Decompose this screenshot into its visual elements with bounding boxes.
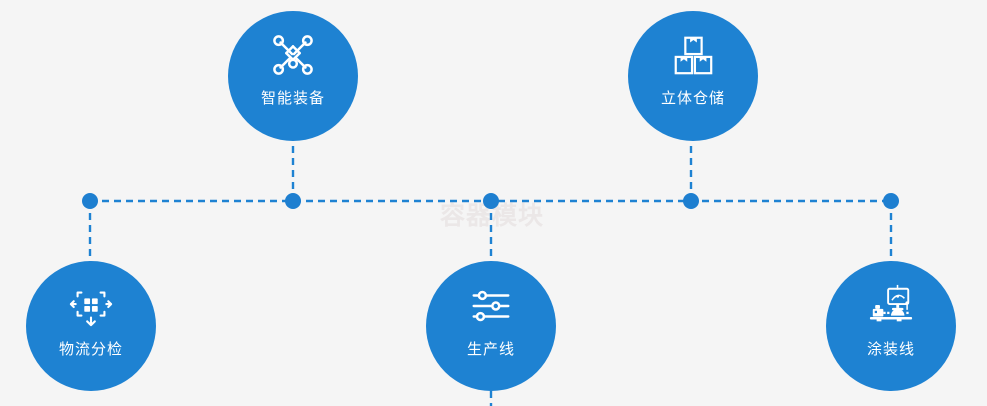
node-label-coating-line: 涂装线 (866, 341, 915, 358)
node-intelligent-equipment[interactable]: 智能装备 (228, 11, 358, 141)
network-nodes-icon (270, 32, 316, 78)
node-label-intelligent-equipment: 智能装备 (260, 90, 325, 107)
scan-sorting-arrows-icon (68, 283, 114, 329)
junction-dot-production-line (483, 193, 499, 209)
node-logistics-sorting[interactable]: 物流分检 (26, 261, 156, 391)
factory-machine-monitor-icon (868, 283, 914, 329)
junction-dot-logistics-sorting (82, 193, 98, 209)
junction-dot-intelligent-equipment (285, 193, 301, 209)
sliders-icon (468, 283, 514, 329)
junction-dot-stereoscopic-warehouse (683, 193, 699, 209)
junction-dot-coating-line (883, 193, 899, 209)
node-label-production-line: 生产线 (466, 341, 515, 358)
node-production-line[interactable]: 生产线 (426, 261, 556, 391)
node-label-stereoscopic-warehouse: 立体仓储 (660, 90, 725, 107)
node-coating-line[interactable]: 涂装线 (826, 261, 956, 391)
node-label-logistics-sorting: 物流分检 (58, 341, 123, 358)
stacked-boxes-icon (670, 32, 716, 78)
node-stereoscopic-warehouse[interactable]: 立体仓储 (628, 11, 758, 141)
